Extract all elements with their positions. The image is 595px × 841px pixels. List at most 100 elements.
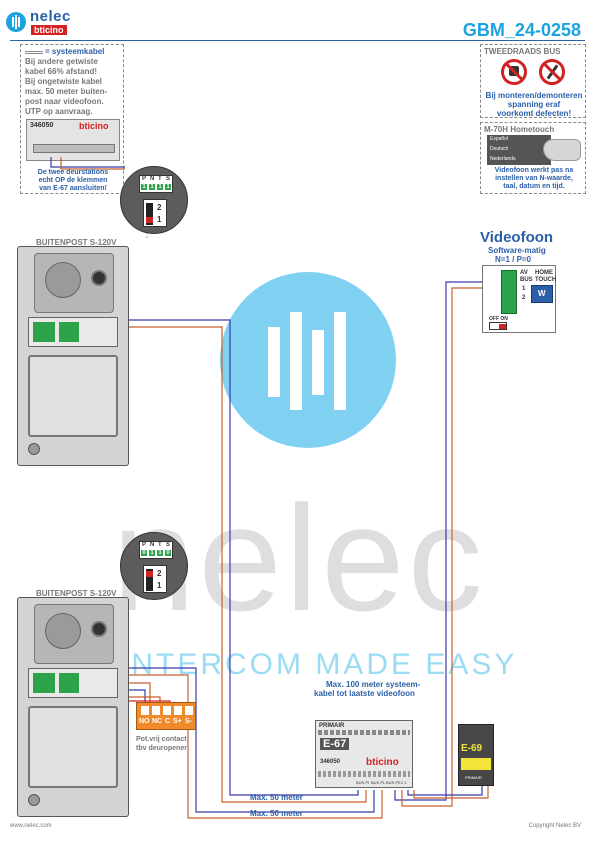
e69-name: E-69 bbox=[461, 743, 483, 754]
terminal-block-bottom bbox=[28, 668, 118, 698]
dip-switch-bottom: 2 1 bbox=[143, 565, 167, 593]
button-panel-bottom bbox=[28, 706, 118, 788]
dip-zoom-top: P N T S 1 1 1 1 2 1 bbox=[120, 166, 188, 234]
cable-note-line-4: max. 50 meter buiten- bbox=[25, 87, 108, 96]
vf-term-2: 2 bbox=[522, 295, 526, 301]
bus-note-box: TWEEDRAADS BUS Bij monteren/demonteren s… bbox=[480, 44, 586, 118]
relay-term-1: NO bbox=[139, 718, 150, 725]
cable-note-box: = systeemkabel Bij andere getwiste kabel… bbox=[20, 44, 125, 194]
max50-note-b: Max. 50 meter bbox=[250, 809, 303, 818]
vf-term-av: AV bbox=[520, 270, 528, 276]
dip-switch-top: 2 1 bbox=[143, 199, 167, 227]
brand-logo: nelec bticino bbox=[6, 8, 96, 36]
bus-note-title: TWEEDRAADS BUS bbox=[484, 47, 561, 56]
outdoor-bottom-label: BUITENPOST S-120V bbox=[36, 589, 117, 598]
watermark-circle bbox=[220, 272, 396, 448]
e67-bus-21: 2 1 bbox=[401, 780, 407, 785]
outdoor-station-bottom bbox=[17, 597, 129, 817]
e67-bus-pi: BUS PI bbox=[356, 780, 370, 785]
videofoon-title: Videofoon bbox=[480, 229, 554, 246]
outdoor-station-top bbox=[17, 246, 129, 466]
button-panel-top bbox=[28, 355, 118, 437]
legend-line-icon bbox=[25, 51, 43, 54]
outdoor-top-label: BUITENPOST S-120V bbox=[36, 238, 117, 247]
e67-unit: PRIMAIR E-67 346050 bticino BUS PI BUS P… bbox=[315, 720, 413, 788]
cable-note-line-5: post naar videofoon. bbox=[25, 97, 104, 106]
e69-unit: E-69 PRIMAIR bbox=[458, 724, 494, 786]
relay-term-3: C bbox=[165, 718, 171, 725]
brand-sub: bticino bbox=[31, 25, 67, 35]
max100-line-2: kabel tot laatste videofoon bbox=[314, 689, 415, 698]
nelec-logo-icon bbox=[6, 12, 26, 32]
videofoon-unit: AV BUS 1 2 HOME TOUCH W OFF ON bbox=[482, 265, 556, 333]
bus-note-line-3: voorkomt defecten! bbox=[496, 109, 572, 118]
vf-screen-label-2: TOUCH bbox=[535, 277, 557, 283]
dip-header-bottom: P N T S 0 1 1 0 bbox=[139, 541, 173, 559]
camera-lens-bottom bbox=[91, 621, 107, 637]
module-brand: bticino bbox=[79, 121, 109, 131]
relay-term-2: NC bbox=[152, 718, 163, 725]
legend-label: = systeemkabel bbox=[45, 47, 105, 56]
camera-grille-bottom bbox=[34, 604, 114, 664]
e69-bottom-label: PRIMAIR bbox=[465, 775, 482, 780]
footer-url: www.nelec.com bbox=[10, 823, 52, 829]
e67-top-label: PRIMAIR bbox=[319, 723, 345, 729]
hometouch-note-box: M-70H Hometouch Español Deutsch Nederlan… bbox=[480, 122, 586, 194]
e67-name: E-67 bbox=[320, 738, 350, 750]
vf-screen-icon: W bbox=[531, 285, 553, 303]
relay-term-5: S- bbox=[185, 718, 192, 725]
videofoon-terminal bbox=[501, 270, 517, 314]
e67-code: 346050 bbox=[320, 759, 341, 765]
module-wires bbox=[50, 157, 125, 170]
caption-line-3: van E-67 aansluiten! bbox=[39, 185, 107, 192]
outdoor-speaker-bottom bbox=[28, 794, 40, 806]
vf-switch bbox=[489, 322, 507, 330]
cable-note-line-2: kabel 66% afstand! bbox=[25, 67, 98, 76]
relay-caption-1: Pot.vrij contact bbox=[136, 736, 187, 743]
videofoon-setting: N=1 / P=0 bbox=[495, 255, 532, 264]
bus-note-line-1: Bij monteren/demonteren bbox=[485, 91, 583, 100]
module-code: 346050 bbox=[30, 122, 54, 129]
caption-line-2: echt OP de klemmen bbox=[38, 177, 108, 184]
relay-module: NO NC C S+ S- bbox=[136, 702, 196, 730]
footer-copyright: Copyright Nelec BV bbox=[528, 823, 581, 829]
language-menu: Español Deutsch Nederlands bbox=[487, 135, 551, 165]
max50-note-a: Max. 50 meter bbox=[250, 793, 303, 802]
dip-header-top: P N T S 1 1 1 1 bbox=[139, 175, 173, 193]
bus-note-line-2: spanning eraf bbox=[507, 100, 561, 109]
cable-note-line-6: UTP op aanvraag. bbox=[25, 107, 93, 116]
cable-note-line-3: Bij ongetwiste kabel bbox=[25, 77, 102, 86]
dip-zoom-bottom: P N T S 0 1 1 0 2 1 bbox=[120, 532, 188, 600]
pointing-hand-icon bbox=[543, 139, 581, 161]
module-illustration: 346050 bticino bbox=[26, 119, 120, 161]
relay-term-4: S+ bbox=[173, 718, 182, 725]
hometouch-note-title: M-70H Hometouch bbox=[484, 125, 555, 134]
e67-bus-pl: BUS PL bbox=[371, 780, 386, 785]
hometouch-note-line-3: taal, datum en tijd. bbox=[503, 183, 565, 190]
camera-grille-top bbox=[34, 253, 114, 313]
camera-lens-top bbox=[91, 270, 107, 286]
no-plug-icon bbox=[501, 59, 527, 85]
vf-term-bus: BUS bbox=[520, 277, 533, 283]
e67-brand: bticino bbox=[366, 757, 399, 768]
caption-line-1: De twee deurstations bbox=[37, 169, 109, 176]
brand-name: nelec bbox=[30, 8, 71, 25]
menu-item-1: Español bbox=[490, 136, 509, 142]
hometouch-note-line-2: instellen van N-waarde, bbox=[495, 175, 573, 182]
vf-term-1: 1 bbox=[522, 286, 526, 292]
e67-bus-pe: BUS PE bbox=[386, 780, 401, 785]
terminal-block-top bbox=[28, 317, 118, 347]
doc-id: GBM_24-0258 bbox=[462, 20, 581, 40]
relay-caption-2: tbv deuropener bbox=[136, 745, 187, 752]
cable-note-line-1: Bij andere getwiste bbox=[25, 57, 98, 66]
vf-screen-label-1: HOME bbox=[535, 270, 553, 276]
videofoon-subtitle: Software-matig bbox=[488, 246, 546, 255]
vf-switch-label: OFF ON bbox=[489, 316, 508, 322]
max100-line-1: Max. 100 meter systeem- bbox=[326, 680, 421, 689]
header-rule bbox=[10, 40, 585, 41]
outdoor-speaker-top bbox=[28, 443, 40, 455]
hometouch-note-line-1: Videofoon werkt pas na bbox=[494, 167, 574, 174]
menu-item-3: Nederlands bbox=[490, 156, 516, 162]
no-screwdriver-icon bbox=[539, 59, 565, 85]
